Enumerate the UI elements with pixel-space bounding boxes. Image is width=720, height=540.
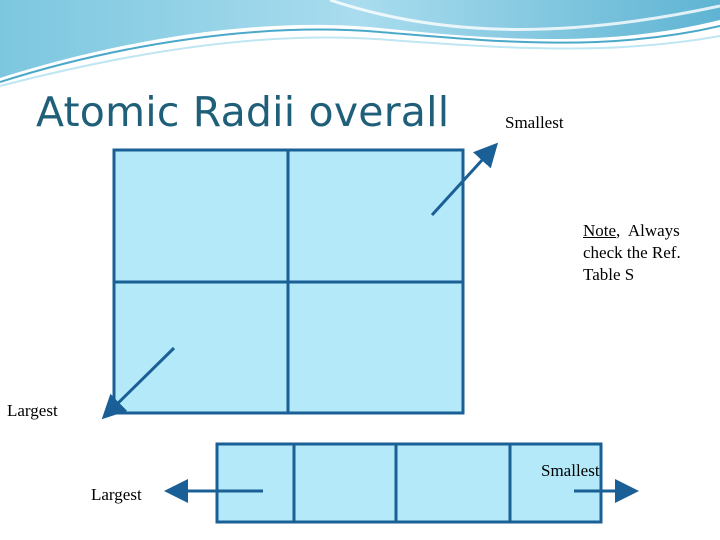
row-cell-4 [508, 442, 603, 524]
grid-cell-top-left [112, 148, 290, 284]
arrow-down-left [101, 346, 176, 420]
note-line-3: Table S [583, 265, 635, 284]
label-largest-bottom: Largest [91, 485, 142, 504]
row-cell-2 [292, 442, 398, 524]
grid-2x2 [112, 148, 465, 415]
label-largest-left: Largest [7, 401, 58, 420]
header-wave-decoration [0, 0, 720, 87]
note-line-1-rest: , Always [616, 221, 680, 240]
grid-cell-bottom-right [286, 280, 465, 415]
note-line-2: check the Ref. [583, 243, 681, 262]
label-smallest-bottom: Smallest [541, 461, 600, 480]
slide-title: Atomic Radii overall [36, 88, 450, 136]
label-smallest-top: Smallest [505, 113, 564, 132]
row-cell-3 [394, 442, 512, 524]
row-of-four [215, 442, 603, 524]
note-line-1: Note, Always [583, 220, 713, 242]
note-text: Note, Always check the Ref. Table S [583, 220, 713, 286]
grid-cell-bottom-left [112, 280, 290, 415]
row-cell-1 [215, 442, 296, 524]
arrow-up-right [430, 142, 499, 217]
grid-cell-top-right [286, 148, 465, 284]
note-word: Note [583, 221, 617, 240]
